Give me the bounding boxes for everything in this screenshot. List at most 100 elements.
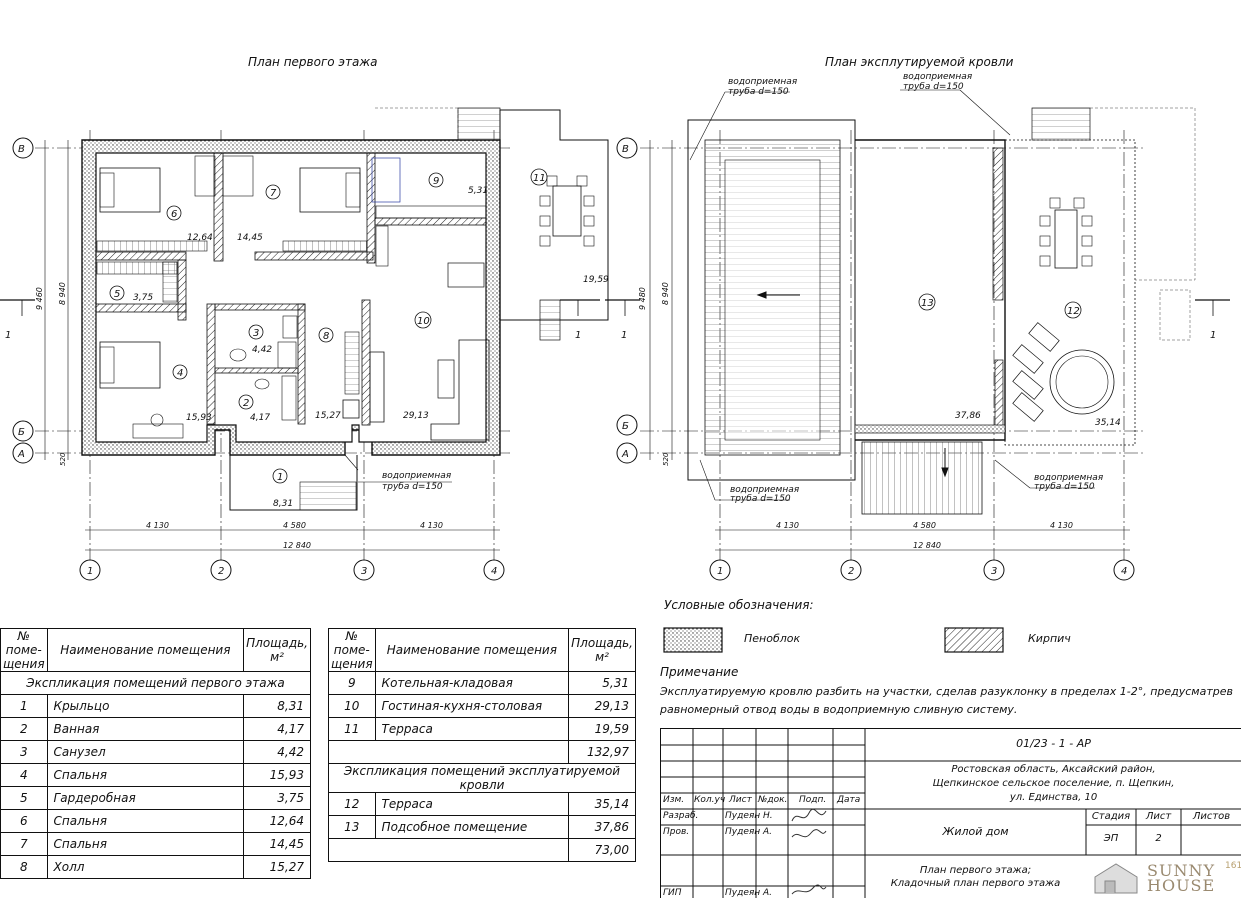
dim-vertical: 8 940 [58, 282, 67, 305]
section-mark: 1 [575, 330, 581, 341]
section-mark: 1 [1210, 330, 1216, 341]
axis-label: 2 [218, 566, 224, 577]
room-number: 6 [171, 209, 177, 220]
axis-label: 4 [1121, 566, 1127, 577]
stage-header: Стадия [1091, 811, 1131, 822]
plan2-axes: В Б А 1 2 3 4 4 130 4 580 4 130 12 840 9… [605, 72, 1230, 581]
plan1-title: План первого этажа [248, 55, 378, 69]
room-area: 5,31 [468, 186, 488, 196]
stamp-col-header: Изм. [663, 795, 685, 805]
stamp-name: Пудеян А. [725, 888, 773, 898]
col-header-area: Площадь, м² [243, 628, 311, 672]
room-area: 14,45 [237, 233, 263, 243]
plan1 [35, 107, 609, 560]
sheet-value: 2 [1155, 833, 1162, 844]
room-number: 10 [417, 316, 430, 327]
pipe-label: труба d=150 [903, 82, 964, 92]
sheet-title-line: Кладочный план первого этажа [890, 878, 1061, 889]
room-area: 4,17 [250, 413, 270, 423]
room-area: 4,42 [252, 345, 272, 355]
room-area: 8,31 [273, 499, 293, 509]
pipe-label: труба d=150 [728, 87, 789, 97]
dim-span: 4 130 [420, 521, 443, 530]
address-line: ул. Единства, 10 [1009, 792, 1098, 803]
axis-label: 3 [991, 566, 997, 577]
plan1-axes: В Б А 1 2 3 4 4 130 4 580 4 130 12 840 9… [0, 137, 600, 581]
dim-span: 4 130 [1050, 521, 1073, 530]
axis-label: 4 [491, 566, 497, 577]
stamp-role: Разраб. [663, 811, 699, 821]
table-section: Экспликация помещений первого этажа [0, 671, 311, 695]
stamp-col-header: Подп. [799, 795, 827, 805]
room-area: 29,13 [403, 411, 429, 421]
room-area: 15,27 [315, 411, 341, 421]
dim-total: 12 840 [913, 541, 941, 550]
room-number: 13 [921, 298, 934, 309]
section-mark: 1 [621, 330, 627, 341]
axis-label: 1 [717, 566, 723, 577]
logo-text: SUNNY HOUSE [1147, 861, 1216, 895]
dim-span: 4 130 [146, 521, 169, 530]
room-number: 4 [177, 368, 183, 379]
rooms-table-continued: № поме-щения Наименование помещения Площ… [327, 628, 636, 862]
col-header-area: Площадь, м² [568, 628, 636, 672]
dim-span: 4 580 [913, 521, 936, 530]
dim-small: 520 [59, 452, 67, 466]
address-line: Щепкинское сельское поселение, п. Щепкин… [932, 778, 1175, 789]
col-header-number: № поме-щения [328, 628, 376, 672]
stage-value: ЭП [1103, 833, 1119, 844]
stamp-name: Пудеян Н. [725, 811, 773, 821]
logo-number: 161 [1225, 861, 1241, 871]
title-block: 01/23 - 1 - АР Ростовская область, Аксай… [660, 728, 1241, 898]
title-block-grid [661, 729, 1241, 898]
plan2-title: План эксплутируемой кровли [825, 55, 1014, 69]
stamp-role: ГИП [663, 888, 682, 898]
dim-small: 520 [662, 452, 670, 466]
dim-span: 4 580 [283, 521, 306, 530]
stamp-col-header: Лист [729, 795, 752, 805]
pipe-label: труба d=150 [382, 482, 443, 492]
dim-total: 12 840 [283, 541, 311, 550]
rooms-table-first-floor: № поме-щения Наименование помещения Площ… [0, 628, 311, 879]
room-number: 7 [270, 188, 277, 199]
legend-brick: Кирпич [1028, 632, 1071, 645]
brick-swatch [944, 627, 1004, 653]
axis-label: В [622, 144, 629, 155]
section-mark: 1 [5, 330, 11, 341]
axis-label: А [621, 449, 629, 460]
signature-2 [791, 829, 827, 838]
pipe-label: труба d=150 [1034, 482, 1095, 492]
stamp-name: Пудеян А. [725, 827, 773, 837]
table-total-row: 132,97 [327, 740, 636, 764]
room-area: 19,59 [583, 275, 609, 285]
axis-label: А [17, 449, 25, 460]
col-header-number: № поме-щения [0, 628, 48, 672]
signature-1 [791, 808, 827, 822]
house-logo-icon [1094, 863, 1138, 894]
room-number: 2 [243, 398, 249, 409]
stamp-role: Пров. [663, 827, 690, 837]
col-header-name: Наименование помещения [374, 628, 570, 672]
table-section: Экспликация помещений эксплуатируемой кр… [328, 763, 636, 793]
pipe-label: водоприемная [728, 77, 798, 87]
room-number: 3 [253, 328, 259, 339]
pipe-label: водоприемная [382, 471, 452, 481]
stamp-col-header: Дата [837, 795, 861, 805]
room-number: 9 [433, 176, 439, 187]
plan2-room-labels: 13 37,86 12 35,14 [918, 293, 1121, 428]
note-line-2: равномерный отвод воды в водоприемную сл… [660, 703, 1018, 716]
axis-label: В [18, 144, 25, 155]
sheets-header: Листов [1192, 811, 1231, 822]
col-header-name: Наименование помещения [46, 628, 245, 672]
plan2 [640, 107, 1196, 560]
note-title: Примечание [660, 665, 739, 679]
signature-3 [791, 884, 827, 895]
